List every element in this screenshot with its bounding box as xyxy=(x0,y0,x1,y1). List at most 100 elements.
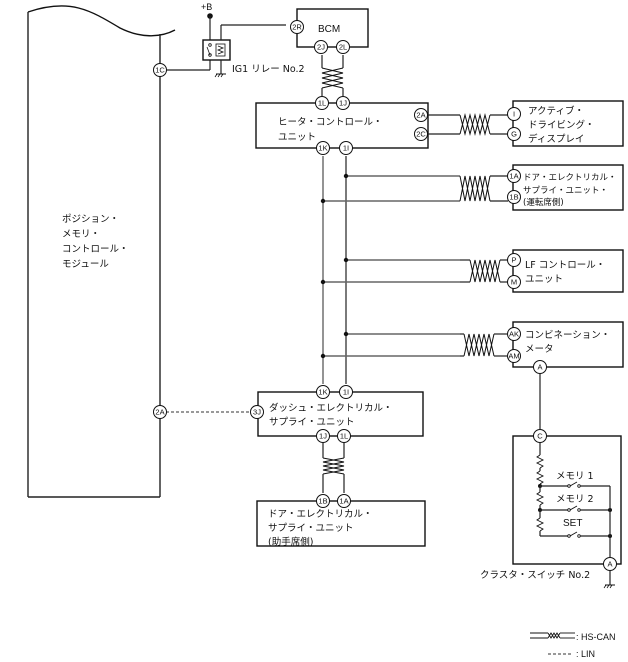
lf-label-line2: ユニット xyxy=(525,274,563,285)
svg-text:2C: 2C xyxy=(416,130,426,139)
pin-add-g: G xyxy=(507,127,521,141)
desu-driver-line1: ドア・エレクトリカル・ xyxy=(523,173,617,183)
power-label: +B xyxy=(201,2,212,12)
twisted-pair-icon xyxy=(547,632,561,639)
svg-text:1A: 1A xyxy=(339,497,348,506)
junction-dot xyxy=(320,279,326,285)
pin-cluster-c: C xyxy=(533,429,547,443)
pin-hcu-1l: 1L xyxy=(315,96,329,110)
twisted-pair-icon xyxy=(322,457,345,475)
pin-hcu-2c: 2C xyxy=(414,127,428,141)
resistor-icon xyxy=(535,517,545,532)
pin-lf-m: M xyxy=(507,275,521,289)
pin-bcm-2l: 2L xyxy=(336,40,350,54)
svg-text:2A: 2A xyxy=(416,111,425,120)
meter-label-line1: コンビネーション・ xyxy=(525,330,610,341)
pin-lf-p: P xyxy=(507,253,521,267)
pin-bcm-2r: 2R xyxy=(290,20,304,34)
legend-lin-label: : LIN xyxy=(576,649,595,659)
pin-cluster-a: A xyxy=(603,557,617,571)
twisted-pair-icon xyxy=(463,333,495,357)
svg-text:C: C xyxy=(537,432,543,441)
pin-pmcm-2a: 2A xyxy=(153,405,167,419)
ground-icon xyxy=(214,73,226,78)
svg-text:1K: 1K xyxy=(318,144,327,153)
position-memory-control-module: ポジション・ メモリ・ コントロール・ モジュール xyxy=(27,5,176,498)
desu-passenger-line2: サプライ・ユニット xyxy=(268,523,354,534)
svg-text:2R: 2R xyxy=(292,23,302,32)
pin-add-i: I xyxy=(507,107,521,121)
svg-text:1B: 1B xyxy=(318,497,327,506)
door-esu-passenger: ドア・エレクトリカル・ サプライ・ユニット (助手席側) xyxy=(256,500,426,548)
legend: : HS-CAN : LIN xyxy=(530,632,616,659)
junction-dot xyxy=(320,353,326,359)
junction-dot xyxy=(343,173,349,179)
svg-text:AK: AK xyxy=(509,330,519,339)
relay-coil-icon xyxy=(215,43,226,57)
junction-dot xyxy=(343,257,349,263)
twisted-pair-icon xyxy=(459,113,491,136)
junction-dot xyxy=(320,198,326,204)
desu-driver-line3: (運転席側) xyxy=(523,197,564,208)
pin-meter-am: AM xyxy=(507,349,521,363)
twisted-pair-icon xyxy=(321,67,344,89)
desu-passenger-line1: ドア・エレクトリカル・ xyxy=(268,509,373,520)
twisted-pair-icon xyxy=(459,175,491,202)
add-label-line3: ディスプレイ xyxy=(528,133,584,145)
svg-text:G: G xyxy=(511,130,517,139)
lf-label-line1: LF コントロール・ xyxy=(525,260,605,271)
svg-text:3J: 3J xyxy=(253,408,261,417)
active-driving-display: アクティブ・ ドライビング・ ディスプレイ xyxy=(512,100,624,147)
pin-hcu-2a: 2A xyxy=(414,108,428,122)
svg-text:1J: 1J xyxy=(319,432,327,441)
dash-esu-line1: ダッシュ・エレクトリカル・ xyxy=(269,402,393,414)
pmcm-label-line1: ポジション・ xyxy=(62,214,119,225)
bcm-module: BCM xyxy=(296,8,369,48)
svg-text:1L: 1L xyxy=(340,432,348,441)
pmcm-label-line2: メモリ・ xyxy=(62,229,100,240)
hcu-label-line1: ヒータ・コントロール・ xyxy=(278,117,383,128)
switch-memory2-icon xyxy=(569,505,578,511)
resistor-icon xyxy=(535,470,545,485)
svg-text:P: P xyxy=(511,256,516,265)
heater-control-unit: ヒータ・コントロール・ ユニット xyxy=(255,102,429,149)
svg-text:1A: 1A xyxy=(509,172,518,181)
svg-text:1L: 1L xyxy=(318,99,326,108)
pmcm-label-line4: モジュール xyxy=(62,259,109,270)
switch-set-icon xyxy=(569,531,578,537)
legend-item-hs-can: : HS-CAN xyxy=(530,632,616,642)
svg-text:M: M xyxy=(511,278,517,287)
svg-text:2J: 2J xyxy=(317,43,325,52)
add-label-line1: アクティブ・ xyxy=(528,105,584,117)
pin-dash-esu-1k: 1K xyxy=(316,385,330,399)
svg-text:1C: 1C xyxy=(155,66,165,75)
hcu-label-line2: ユニット xyxy=(278,132,316,143)
power-supply: +B xyxy=(201,2,213,40)
pin-meter-a: A xyxy=(533,360,547,374)
relay-label: IG1 リレー No.2 xyxy=(232,64,305,75)
pin-desu-driver-1b: 1B xyxy=(507,190,521,204)
svg-text:I: I xyxy=(513,110,515,119)
svg-text:1I: 1I xyxy=(343,388,349,397)
combination-meter: コンビネーション・ メータ xyxy=(512,321,624,368)
bcm-label: BCM xyxy=(318,24,340,35)
pin-bcm-2j: 2J xyxy=(314,40,328,54)
dash-esu: ダッシュ・エレクトリカル・ サプライ・ユニット xyxy=(257,391,424,437)
door-esu-driver: ドア・エレクトリカル・ サプライ・ユニット・ (運転席側) xyxy=(512,164,624,211)
pin-hcu-1j: 1J xyxy=(336,96,350,110)
cluster-switch-label: クラスタ・スイッチ No.2 xyxy=(480,570,590,581)
pin-hcu-1k: 1K xyxy=(316,141,330,155)
legend-item-lin: : LIN xyxy=(548,649,595,659)
pin-dash-esu-1j: 1J xyxy=(316,429,330,443)
switch-memory2-label: メモリ 2 xyxy=(556,494,594,505)
svg-text:AM: AM xyxy=(508,352,519,361)
svg-text:1K: 1K xyxy=(318,388,327,397)
pin-dash-esu-1i: 1I xyxy=(339,385,353,399)
junction-dot xyxy=(343,331,349,337)
relay-switch-icon xyxy=(206,43,212,57)
svg-text:1I: 1I xyxy=(343,144,349,153)
resistor-icon xyxy=(535,491,545,506)
pin-dash-esu-3j: 3J xyxy=(250,405,264,419)
add-label-line2: ドライビング・ xyxy=(528,119,595,131)
